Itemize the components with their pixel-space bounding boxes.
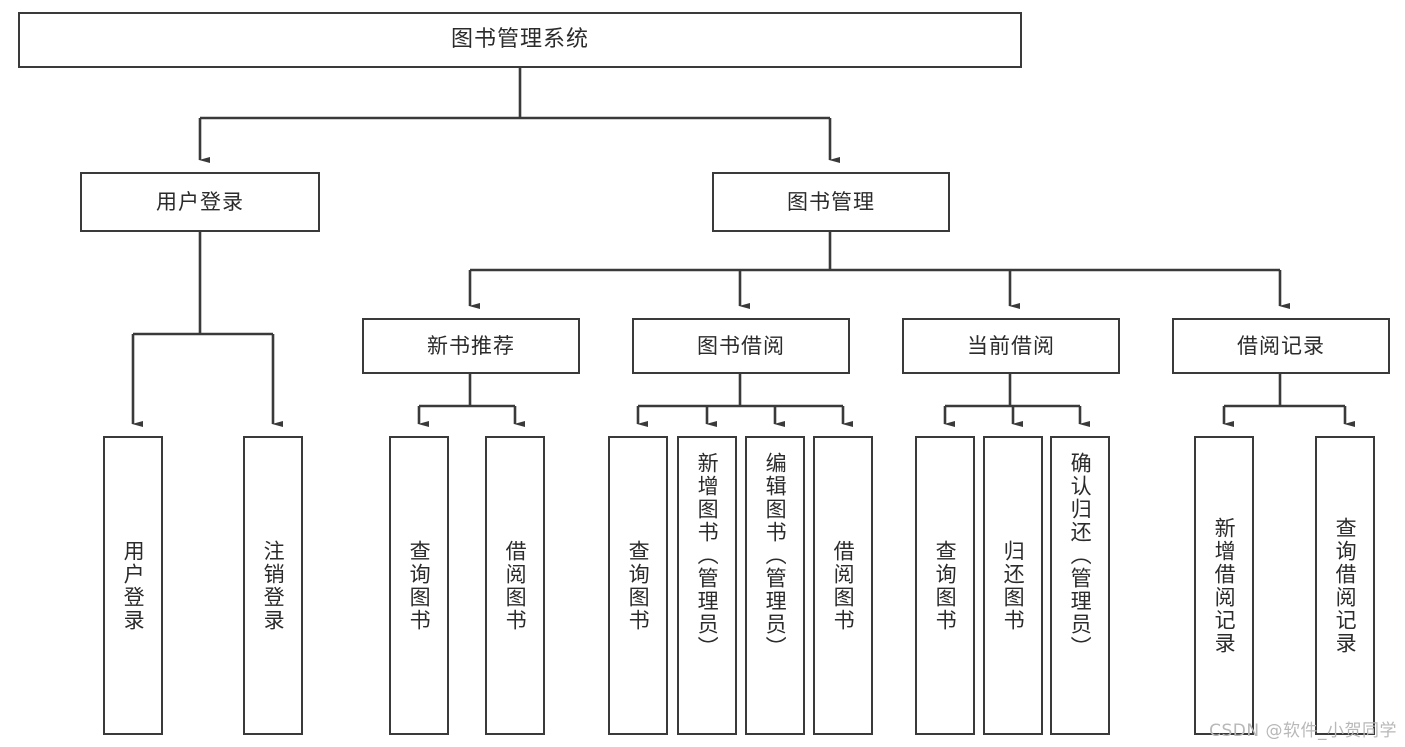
node-label: 借阅记录	[1237, 333, 1325, 358]
leaf-label: 借阅图书	[503, 539, 528, 632]
leaf-current-borrow-confirm-admin[interactable]: 确认归还（管理员）	[1050, 436, 1110, 735]
leaf-current-borrow-return[interactable]: 归还图书	[983, 436, 1043, 735]
leaf-new-book-borrow[interactable]: 借阅图书	[485, 436, 545, 735]
leaf-borrow-record-add[interactable]: 新增借阅记录	[1194, 436, 1254, 735]
node-borrow-record[interactable]: 借阅记录	[1172, 318, 1390, 374]
leaf-label: 归还图书	[1001, 539, 1026, 632]
leaf-label: 新增借阅记录	[1212, 516, 1237, 655]
leaf-borrow-record-query[interactable]: 查询借阅记录	[1315, 436, 1375, 735]
node-user-login[interactable]: 用户登录	[80, 172, 320, 232]
leaf-user-login-logout[interactable]: 注销登录	[243, 436, 303, 735]
node-new-book-recommend[interactable]: 新书推荐	[362, 318, 580, 374]
node-label: 图书管理	[787, 189, 875, 214]
leaf-book-borrow-query[interactable]: 查询图书	[608, 436, 668, 735]
leaf-label: 用户登录	[121, 539, 146, 632]
leaf-user-login-login[interactable]: 用户登录	[103, 436, 163, 735]
leaf-label: 新增图书（管理员）	[695, 452, 720, 659]
node-label: 图书管理系统	[450, 27, 589, 53]
leaf-book-borrow-edit-admin[interactable]: 编辑图书（管理员）	[745, 436, 805, 735]
node-book-management[interactable]: 图书管理	[712, 172, 950, 232]
leaf-book-borrow-borrow[interactable]: 借阅图书	[813, 436, 873, 735]
leaf-label: 查询借阅记录	[1333, 516, 1358, 655]
node-label: 用户登录	[156, 189, 244, 214]
node-root-system[interactable]: 图书管理系统	[18, 12, 1022, 68]
node-book-borrow[interactable]: 图书借阅	[632, 318, 850, 374]
node-label: 图书借阅	[697, 333, 785, 358]
leaf-label: 查询图书	[626, 539, 651, 632]
leaf-current-borrow-query[interactable]: 查询图书	[915, 436, 975, 735]
leaf-label: 注销登录	[261, 539, 286, 632]
leaf-label: 查询图书	[407, 539, 432, 632]
leaf-label: 确认归还（管理员）	[1068, 452, 1093, 659]
leaf-label: 查询图书	[933, 539, 958, 632]
node-current-borrow[interactable]: 当前借阅	[902, 318, 1120, 374]
leaf-book-borrow-add-admin[interactable]: 新增图书（管理员）	[677, 436, 737, 735]
node-label: 当前借阅	[967, 333, 1055, 358]
leaf-label: 借阅图书	[831, 539, 856, 632]
leaf-label: 编辑图书（管理员）	[763, 452, 788, 659]
leaf-new-book-query[interactable]: 查询图书	[389, 436, 449, 735]
watermark-text: CSDN @软件_小贺同学	[1209, 721, 1397, 741]
node-label: 新书推荐	[427, 333, 515, 358]
